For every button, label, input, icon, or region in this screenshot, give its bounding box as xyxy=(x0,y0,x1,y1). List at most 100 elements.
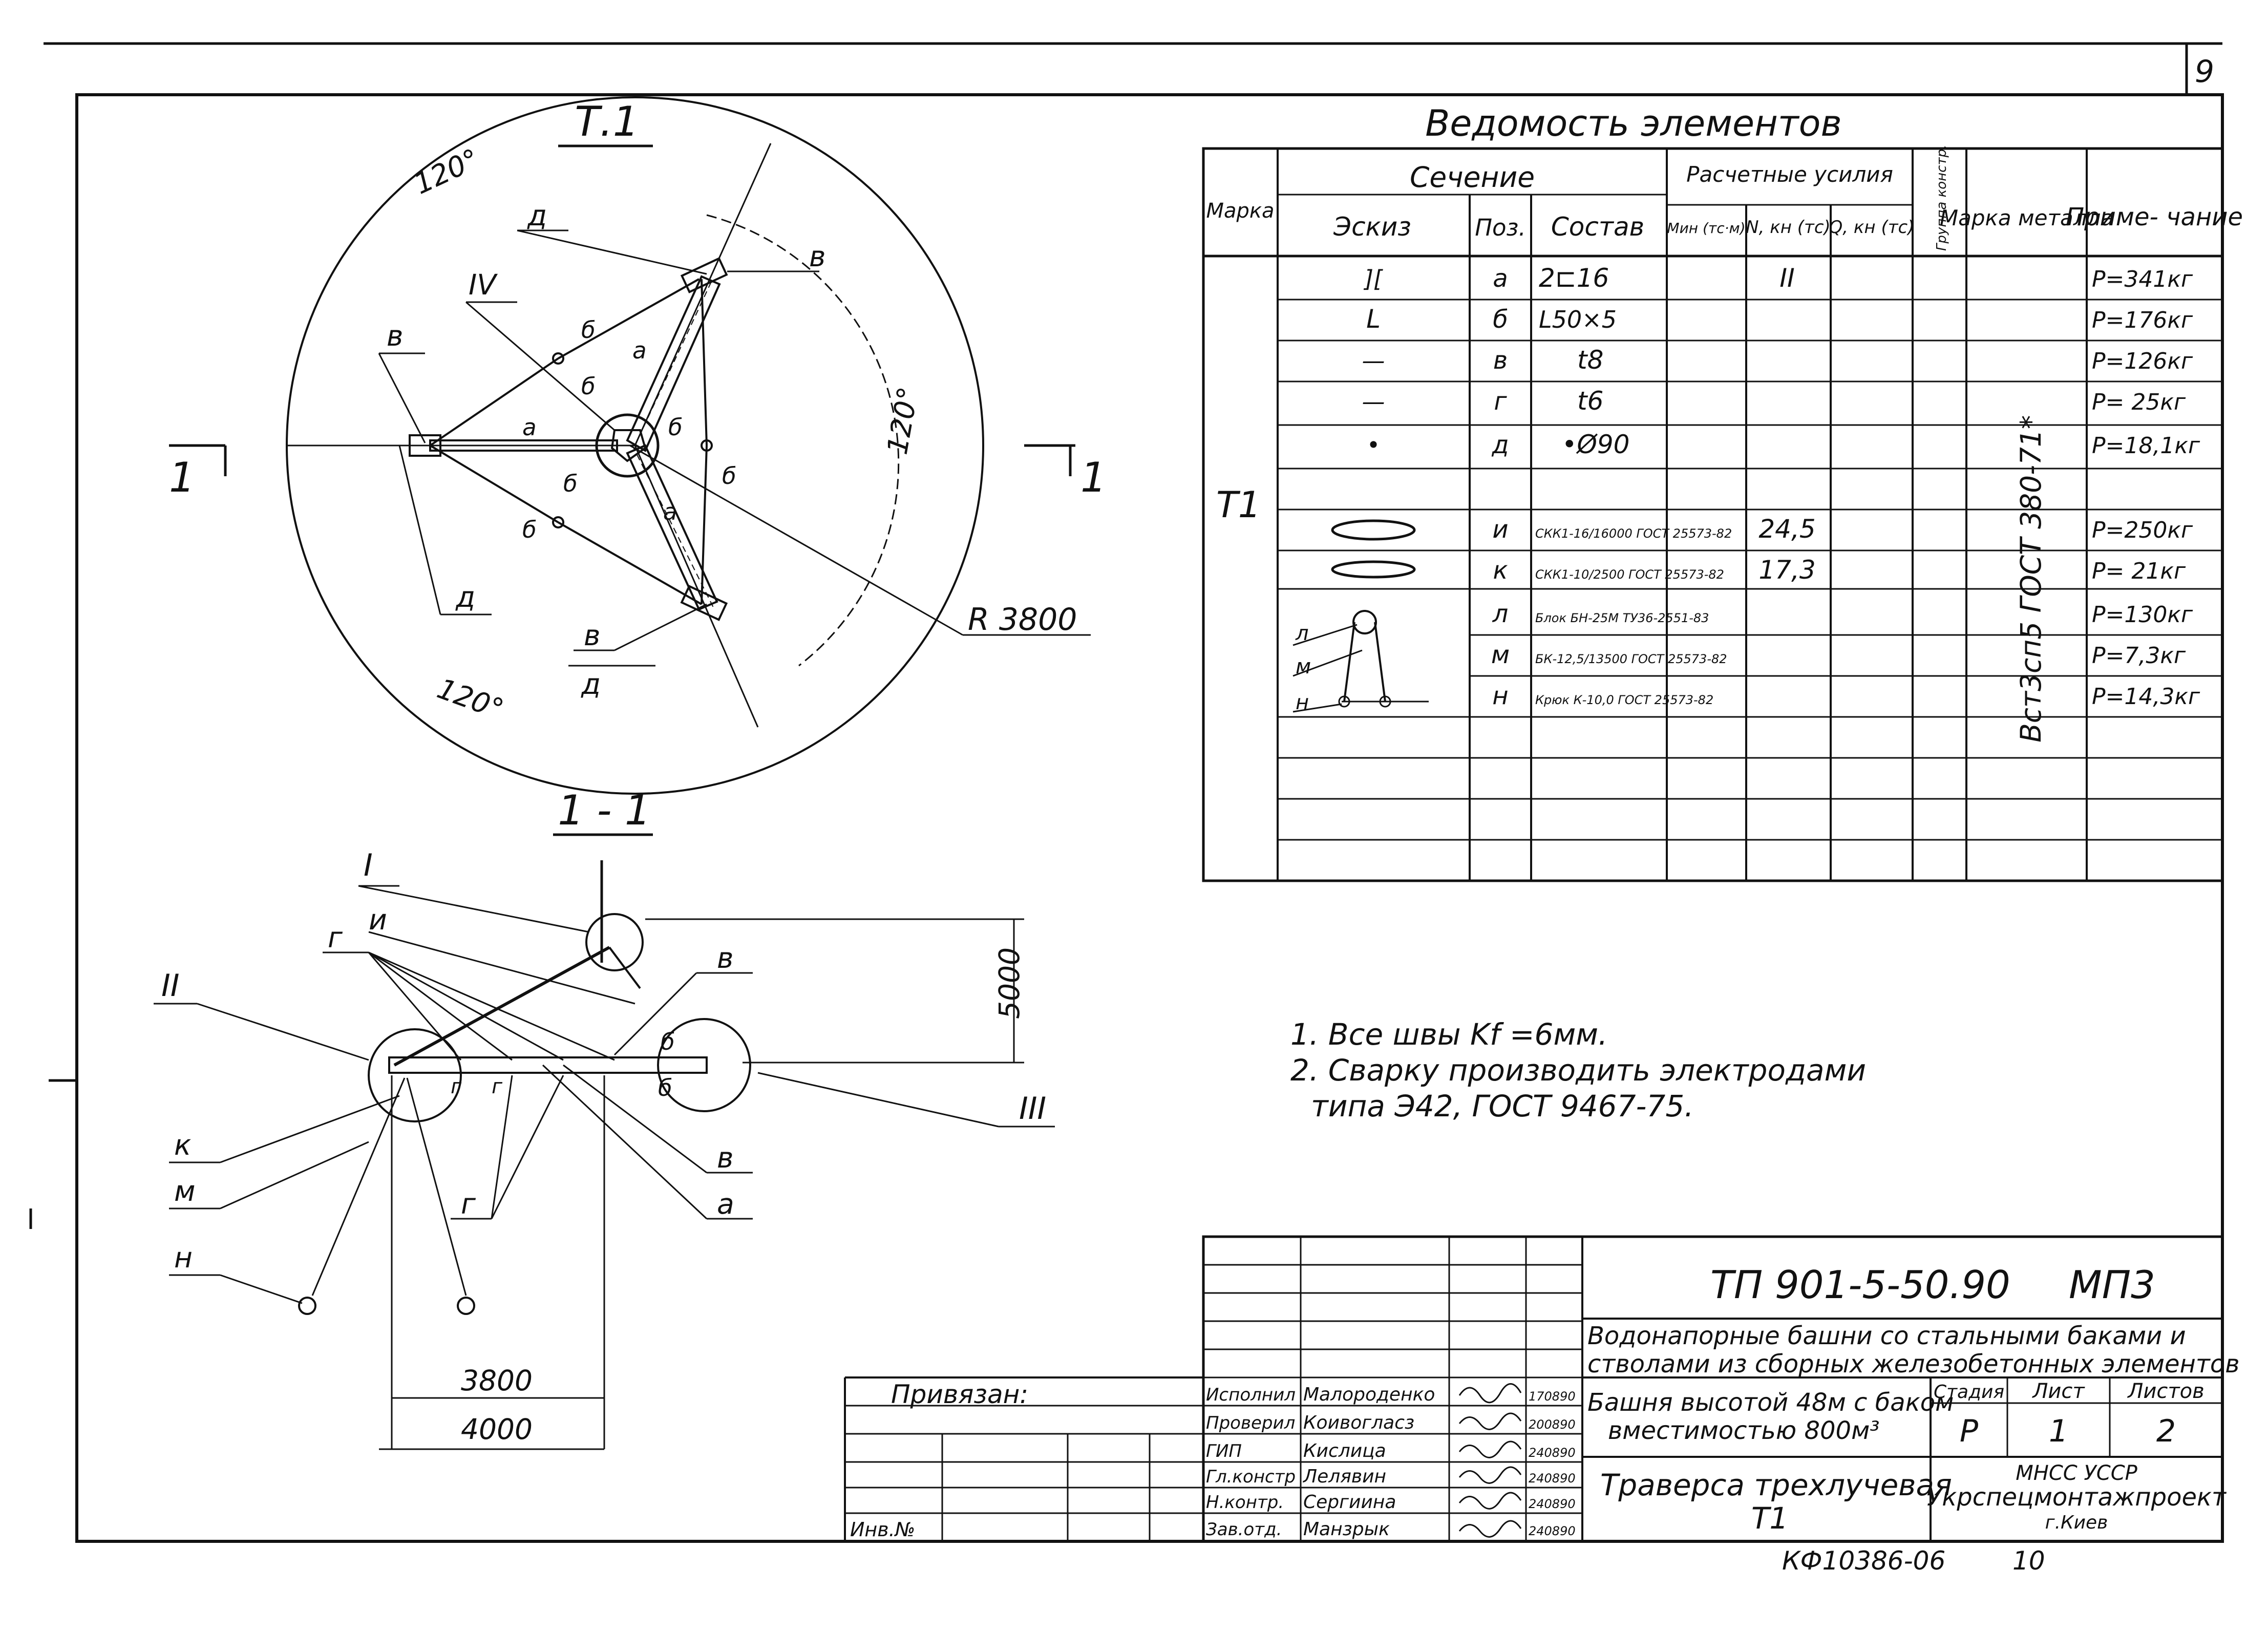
cell-poz: к xyxy=(1493,556,1508,585)
header-poz: Поз. xyxy=(1475,214,1526,241)
header-n: N, кн (тс) xyxy=(1746,217,1831,238)
signature-icon xyxy=(1458,1520,1522,1538)
org-line-3: г.Киев xyxy=(2045,1512,2108,1533)
beam-letter: а xyxy=(632,337,647,364)
project-line-1: Водонапорные башни со стальными баками и xyxy=(1587,1322,2186,1350)
staff-date: 240890 xyxy=(1529,1446,1576,1460)
callout-g-small: г xyxy=(492,1075,503,1098)
beam-letter: б xyxy=(668,414,683,441)
cell-poz: а xyxy=(1493,264,1508,293)
beam-letter: а xyxy=(663,498,677,525)
roman-iii: III xyxy=(1019,1091,1046,1127)
footer-code: КФ10386-06 xyxy=(1782,1546,1945,1576)
sheet-value: 1 xyxy=(2049,1413,2068,1449)
plan-title: Т.1 xyxy=(575,98,639,145)
note-2: 2. Сварку производить электродами xyxy=(1290,1053,1866,1088)
staff-date: 240890 xyxy=(1529,1497,1576,1511)
rope-sketch-icon xyxy=(1331,560,1416,579)
header-gruppa: Группа констр. xyxy=(1934,145,1949,251)
staff-name: Лелявин xyxy=(1302,1466,1386,1487)
sketch-label-n: н xyxy=(1296,691,1309,714)
signature-icon xyxy=(1458,1466,1522,1484)
cell-n: II xyxy=(1779,263,1795,293)
callout-b-1: б xyxy=(661,1028,675,1055)
callout-g-bottom: г xyxy=(461,1187,476,1220)
staff-rows: Исполнил Малороденко 170890 Проверил Кои… xyxy=(1206,1383,1576,1540)
cell-poz: г xyxy=(1494,387,1507,416)
sketch-label-l: л xyxy=(1295,622,1309,645)
callout-iv: IV xyxy=(469,268,498,301)
header-sechenie: Сечение xyxy=(1410,161,1535,194)
table-row: н Крюк К-10,0 ГОСТ 25573-82 P=14,3кг xyxy=(1492,682,2200,710)
beam-letter: б xyxy=(722,462,736,490)
stage-label: Стадия xyxy=(1934,1382,2004,1403)
callout-v-left: в xyxy=(387,320,403,352)
doc-mark: МП3 xyxy=(2069,1262,2155,1307)
privyazan-label: Привязан: xyxy=(891,1380,1028,1409)
angle-label-top: 120° xyxy=(409,142,484,201)
cell-sostav: L50×5 xyxy=(1539,306,1617,333)
staff-date: 200890 xyxy=(1529,1417,1576,1432)
drawing-title-2: Т1 xyxy=(1751,1501,1788,1536)
section-title: 1 - 1 xyxy=(558,787,651,834)
radius-label: R 3800 xyxy=(968,602,1077,638)
callout-k: к xyxy=(174,1129,191,1161)
callout-d-left: д xyxy=(455,581,475,613)
beam-lower xyxy=(626,444,718,611)
plan-hub xyxy=(595,413,660,478)
cell-sostav: БК-12,5/13500 ГОСТ 25573-82 xyxy=(1535,652,1727,666)
hoist-sketch: л м н xyxy=(1292,610,1429,714)
callout-n: н xyxy=(174,1241,193,1274)
callout-d-bottom: д xyxy=(581,668,601,701)
table-title: Ведомость элементов xyxy=(1425,102,1841,144)
header-q: Q, кн (тс) xyxy=(1829,217,1915,238)
cell-sostav: •Ø90 xyxy=(1562,430,1629,459)
title-block: Привязан: Инв.№ Исполнил Малороденко 170… xyxy=(844,1235,2239,1543)
cell-sostav: t8 xyxy=(1577,345,1603,375)
dim-3800: 3800 xyxy=(461,1364,533,1397)
cell-sostav: Блок БН-25М ТУ36-2551-83 xyxy=(1535,611,1709,625)
table-row: L б L50×5 P=176кг xyxy=(1366,304,2193,334)
staff-date: 170890 xyxy=(1529,1389,1576,1404)
cell-poz: и xyxy=(1492,515,1508,544)
cell-poz: м xyxy=(1491,641,1510,669)
beam-letter: б xyxy=(581,373,596,400)
callout-v-section-top: в xyxy=(717,942,733,974)
building-line-1: Башня высотой 48м с баком xyxy=(1587,1388,1954,1417)
cell-n: 24,5 xyxy=(1758,514,1815,544)
cell-note: P=14,3кг xyxy=(2092,684,2200,710)
cell-eskiz: — xyxy=(1362,347,1385,374)
cell-eskiz: — xyxy=(1362,388,1385,415)
table-row: — в t8 P=126кг xyxy=(1362,345,2193,375)
sketch-label-m: м xyxy=(1296,655,1311,678)
header-marka: Марка xyxy=(1206,199,1274,223)
table-row: • д •Ø90 P=18,1кг xyxy=(1367,430,2200,459)
angle-label-right: 120° xyxy=(881,385,925,457)
footer-page: 10 xyxy=(2012,1546,2045,1576)
cell-eskiz: L xyxy=(1366,304,1381,334)
staff-role: Исполнил xyxy=(1206,1385,1296,1405)
header-primechanie: Приме- чание xyxy=(2066,203,2243,231)
callout-d-top: д xyxy=(527,199,547,232)
cell-poz: д xyxy=(1491,431,1509,459)
elements-table: Ведомость элементов xyxy=(1202,102,2243,882)
cell-note: P=7,3кг xyxy=(2092,643,2186,669)
plan-view: Т.1 1 1 xyxy=(169,96,1107,795)
callout-g-small: г xyxy=(451,1075,462,1098)
beam-letter: б xyxy=(581,316,596,344)
cell-poz: б xyxy=(1493,305,1508,334)
cell-sostav: Крюк К-10,0 ГОСТ 25573-82 xyxy=(1535,693,1713,707)
beam-left xyxy=(429,439,618,452)
header-marka-metalla: Марка металла xyxy=(1940,205,2114,230)
signature-icon xyxy=(1458,1412,1522,1430)
cell-note: P=130кг xyxy=(2092,602,2193,628)
table-rows: ][ а 2⊏16 II P=341кг L б L50×5 P=176кг —… xyxy=(1331,263,2200,710)
dim-4000: 4000 xyxy=(461,1413,533,1446)
roman-ii: II xyxy=(161,968,179,1004)
cell-eskiz: ][ xyxy=(1363,265,1383,292)
cell-note: P= 25кг xyxy=(2092,389,2186,415)
staff-name: Коивогласз xyxy=(1303,1412,1414,1433)
header-raschetnye: Расчетные усилия xyxy=(1686,162,1893,187)
table-row: — г t6 P= 25кг xyxy=(1362,386,2186,416)
cell-sostav: 2⊏16 xyxy=(1539,263,1609,293)
